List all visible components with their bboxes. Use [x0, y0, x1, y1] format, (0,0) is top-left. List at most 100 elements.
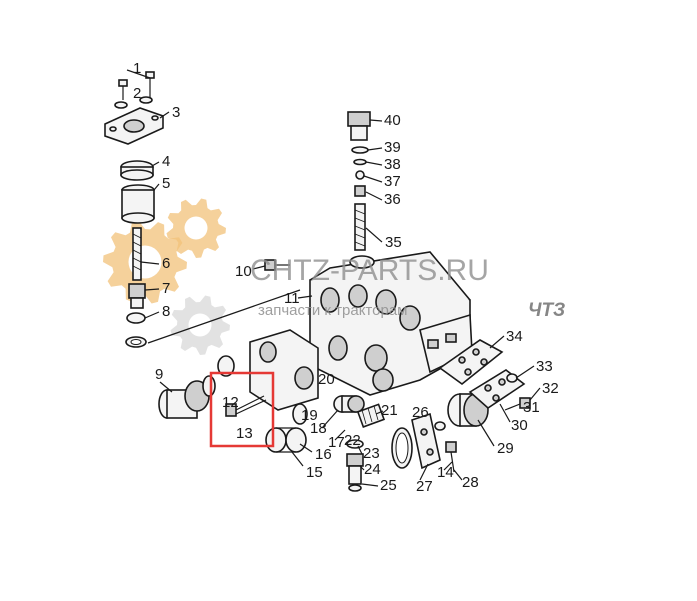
part-number-40: 40 [384, 112, 401, 129]
part-cover-26 [411, 412, 441, 470]
part-filter-5 [121, 184, 155, 224]
leader-line-5 [153, 183, 160, 191]
part-number-34: 34 [506, 328, 523, 345]
part-number-25: 25 [380, 477, 397, 494]
part-adapter-19 [249, 329, 319, 411]
leader-line-28 [453, 469, 463, 481]
part-number-17: 17 [328, 434, 345, 451]
leader-line-37 [363, 175, 383, 183]
part-washers-2 [114, 96, 153, 109]
part-number-24: 24 [364, 461, 381, 478]
part-seal-8 [125, 312, 147, 348]
part-number-5: 5 [162, 175, 170, 192]
part-number-35: 35 [385, 234, 402, 251]
leader-line-11 [297, 295, 313, 299]
part-elbow-9 [158, 375, 216, 419]
leader-line-35 [365, 227, 383, 243]
watermark-gears [103, 198, 230, 355]
watermark-title: CHTZ-PARTS.RU [250, 254, 489, 287]
part-number-13: 13 [236, 425, 253, 442]
part-number-19: 19 [301, 407, 318, 424]
leader-line-14 [443, 461, 453, 471]
leader-line-18 [321, 409, 339, 429]
watermark-subtitle: запчасти к тракторам [258, 302, 407, 319]
part-number-32: 32 [542, 380, 559, 397]
leader-line-8 [144, 311, 160, 319]
part-number-7: 7 [162, 280, 170, 297]
part-washer-22 [346, 439, 364, 449]
part-number-21: 21 [381, 402, 398, 419]
part-oring-38 [353, 158, 367, 166]
leader-line-6 [140, 261, 160, 265]
part-number-29: 29 [497, 440, 514, 457]
part-oring-39 [351, 146, 369, 154]
part-plug-18 [333, 395, 365, 413]
leader-line-10 [252, 265, 266, 270]
highlight-box [209, 371, 275, 448]
part-gasket-inner [395, 432, 409, 464]
part-number-31: 31 [523, 399, 540, 416]
part-number-11: 11 [284, 290, 300, 307]
part-fitting-7 [128, 283, 146, 309]
part-number-16: 16 [315, 446, 332, 463]
part-plug-40 [347, 111, 371, 141]
part-seat-36 [354, 185, 366, 197]
part-number-36: 36 [384, 191, 401, 208]
part-bolt-12 [225, 395, 267, 417]
part-number-14: 14 [437, 464, 454, 481]
part-bolts-1 [118, 71, 155, 100]
part-number-10: 10 [235, 263, 252, 280]
part-number-20: 20 [318, 371, 335, 388]
part-plate-34 [438, 339, 504, 386]
watermark: CHTZ-PARTS.RU запчасти к тракторам ЧТЗ [250, 254, 565, 321]
part-nut-15 [265, 427, 307, 453]
part-number-labels: 1234567891011121314151617181920212223242… [133, 60, 559, 495]
leader-line-29 [477, 419, 495, 447]
leader-line-24 [359, 465, 365, 471]
part-number-39: 39 [384, 139, 401, 156]
part-ball-37 [355, 170, 365, 180]
part-bolt-10 [264, 259, 290, 271]
watermark-brand: ЧТЗ [528, 300, 565, 321]
leader-line-15 [291, 451, 304, 467]
part-number-3: 3 [172, 104, 180, 121]
part-number-1: 1 [133, 60, 141, 77]
leader-line-3 [159, 111, 170, 119]
leader-line-9 [159, 381, 173, 393]
leader-line-21 [375, 410, 384, 415]
part-number-2: 2 [133, 85, 141, 102]
gear-icon [166, 198, 226, 258]
part-oring [292, 403, 308, 425]
part-spring-35 [354, 203, 366, 251]
leader-line-36 [365, 191, 383, 201]
leader-line-16 [299, 443, 313, 453]
part-number-33: 33 [536, 358, 553, 375]
leader-line-1 [126, 69, 151, 79]
part-number-15: 15 [306, 464, 323, 481]
part-number-4: 4 [162, 153, 170, 170]
leader-line-40 [369, 119, 383, 122]
leader-line-17 [334, 429, 346, 441]
part-fitting-24 [346, 453, 364, 492]
part-number-38: 38 [384, 156, 401, 173]
part-number-8: 8 [162, 303, 170, 320]
part-cap-4 [120, 160, 154, 181]
leader-line-33 [515, 365, 535, 379]
part-number-22: 22 [344, 432, 361, 449]
leader-lines [126, 69, 541, 487]
part-number-6: 6 [162, 255, 170, 272]
part-number-23: 23 [363, 445, 380, 462]
leader-line-27 [419, 463, 429, 481]
connector-line [147, 289, 301, 344]
part-number-18: 18 [310, 420, 327, 437]
leader-line-25 [361, 483, 379, 487]
part-stud-6 [132, 227, 142, 281]
leader-line-30 [499, 403, 511, 423]
leader-line-23 [357, 445, 363, 455]
part-number-28: 28 [462, 474, 479, 491]
part-bolt-14 [434, 421, 457, 473]
leader-line-34 [489, 335, 505, 349]
part-spring-21 [356, 403, 386, 428]
